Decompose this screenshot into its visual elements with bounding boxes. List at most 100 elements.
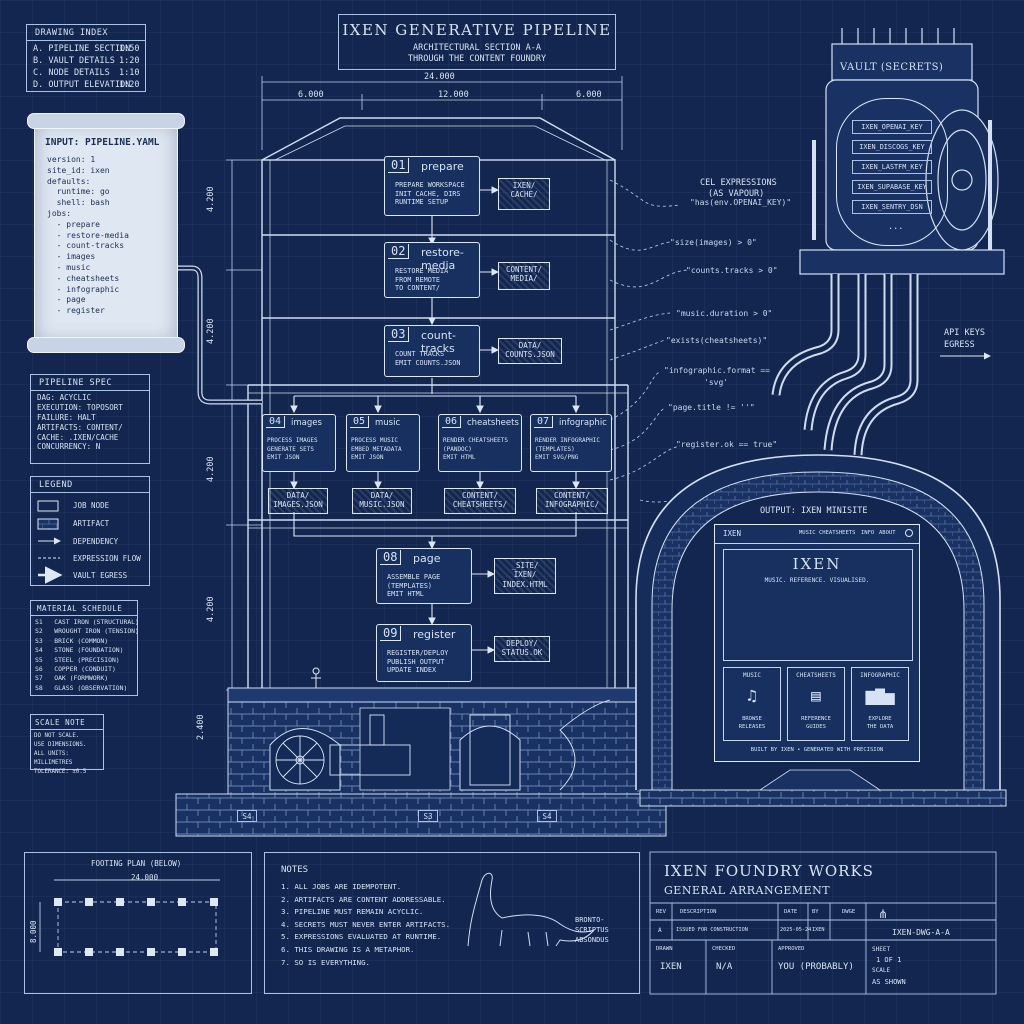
tb-head-dwge: DWGE	[842, 909, 856, 915]
scroll-roll-bottom	[27, 337, 185, 353]
spec-line: FAILURE: HALT	[37, 412, 96, 422]
job-number: 05	[350, 416, 370, 428]
expression: "has(env.OPENAI_KEY)"	[690, 198, 792, 207]
material-schedule-lines: S1 CAST IRON (STRUCTURAL)S2 WROUGHT IRON…	[35, 618, 139, 693]
job-description-line: TO CONTENT/	[395, 284, 441, 292]
dim-base: 2.400	[196, 714, 206, 740]
minisite-nav-music[interactable]: MUSIC	[799, 530, 816, 536]
artifact-page: _SITE/IXEN/INDEX.HTML	[494, 558, 556, 594]
artifact-line: CACHE/	[510, 190, 538, 200]
artifact-cheatsheets: CONTENT/CHEATSHEETS/	[444, 488, 516, 514]
job-name: cheatsheets	[467, 418, 519, 428]
artifact-line: MUSIC.JSON	[359, 500, 405, 510]
yaml-line: - prepare	[47, 219, 100, 229]
job-number: 01	[388, 158, 410, 173]
scale-note: SCALE NOTE DO NOT SCALE.USE DIMENSIONS.A…	[30, 714, 104, 775]
title-sub2: THROUGH THE CONTENT FOUNDRY	[407, 54, 547, 64]
minisite-nav-about[interactable]: ABOUT	[879, 530, 896, 536]
card-line: THE DATA	[866, 724, 894, 730]
note-item: 6. THIS DRAWING IS A METAPHOR.	[281, 944, 415, 954]
card-line: RELEASES	[738, 724, 766, 730]
material-schedule-title: MATERIAL SCHEDULE	[37, 604, 123, 613]
index-item-label: C. NODE DETAILS	[33, 68, 110, 78]
tb-rev-desc: ISSUED FOR CONSTRUCTION	[676, 927, 748, 933]
settings-icon[interactable]	[905, 529, 913, 537]
tb-drawn-label: DRAWN	[656, 946, 673, 952]
tb-rev-by: IXEN	[812, 927, 825, 933]
job-number: 09	[380, 626, 402, 641]
tb-head-rev: REV	[656, 909, 666, 915]
card-title: INFOGRAPHIC	[860, 672, 900, 679]
dim-right: 6.000	[576, 90, 602, 100]
job-description-line: EMIT JSON	[267, 454, 300, 461]
job-description-line: PROCESS IMAGES	[267, 437, 318, 444]
creature-caption-line: SCRIPTUS	[575, 926, 609, 934]
tb-scale-label: SCALE	[872, 967, 891, 974]
job-description-line: FROM REMOTE	[395, 275, 441, 284]
index-item-scale: 1:20	[119, 56, 140, 66]
drawing-index: DRAWING INDEX A. PIPELINE SECTION 1:50 B…	[26, 24, 146, 92]
minisite-hero-title: IXEN	[792, 555, 842, 573]
artifact-line: CONTENT/	[553, 491, 591, 500]
job-description-line: EMIT COUNTS.JSON	[395, 358, 461, 367]
scale-note-title: SCALE NOTE	[35, 718, 86, 727]
artifact-line: _SITE/	[511, 561, 539, 570]
tb-checked: N/A	[716, 962, 733, 972]
artifact-line: INFOGRAPHIC/	[544, 500, 600, 510]
index-item-label: A. PIPELINE SECTION	[33, 44, 131, 54]
dinosaur-logo-icon: ⋔	[878, 907, 889, 921]
notes-list: 1. ALL JOBS ARE IDEMPOTENT.2. ARTIFACTS …	[281, 881, 450, 969]
job-description-line: ASSEMBLE PAGE	[387, 573, 441, 581]
music-note-icon: ♫	[747, 686, 757, 705]
job-number: 02	[388, 244, 410, 259]
notes-title: NOTES	[281, 865, 309, 875]
tb-approved: YOU (PROBABLY)	[778, 962, 854, 972]
minisite-frame: IXEN MUSIC CHEATSHEETS INFO ABOUT IXEN M…	[714, 524, 920, 762]
tb-sheet: 1 OF 1	[876, 956, 902, 964]
note-item: 4. SECRETS MUST NEVER ENTER ARTIFACTS.	[281, 919, 451, 929]
job-description-line: RENDER CHEATSHEETS	[443, 437, 509, 444]
artifact-line: DATA/	[286, 491, 310, 500]
dim-floor: 4.200	[206, 318, 216, 344]
job-number: 07	[534, 416, 554, 428]
job-number: 06	[442, 416, 462, 428]
dim-left: 6.000	[298, 90, 324, 100]
vault-key: IXEN_SUPABASE_KEY	[852, 180, 932, 194]
expression: "size(images) > 0"	[670, 238, 757, 247]
material-item: S8 GLASS (OBSERVATION)	[35, 683, 128, 692]
minisite-brand[interactable]: IXEN	[723, 529, 742, 538]
job-description-line: (PANDOC)	[443, 445, 472, 453]
minisite-nav-info[interactable]: INFO	[861, 530, 875, 536]
vault-door	[836, 98, 948, 246]
job-description-line: (TEMPLATES)	[387, 581, 433, 590]
yaml-line: - cheatsheets	[47, 273, 120, 283]
job-name: restore-media	[421, 246, 464, 272]
card-title: CHEATSHEETS	[796, 672, 836, 679]
index-item-scale: 1:20	[119, 80, 140, 90]
expression: 'svg'	[704, 378, 729, 387]
job-description-line: EMIT SVG/PNG	[535, 454, 579, 461]
job-name: register	[413, 628, 456, 641]
job-description-line: GENERATE SETS	[267, 445, 314, 453]
minisite-nav-cheatsheets[interactable]: CHEATSHEETS	[819, 530, 856, 536]
card-line: BROWSE	[742, 716, 762, 722]
artifact-line: DATA/	[370, 491, 394, 500]
minisite-hero-subtitle: MUSIC. REFERENCE. VISUALISED.	[764, 577, 870, 584]
material-item: S6 COPPER (CONDUIT)	[35, 665, 116, 674]
card-line: EXPLORE	[868, 716, 892, 722]
